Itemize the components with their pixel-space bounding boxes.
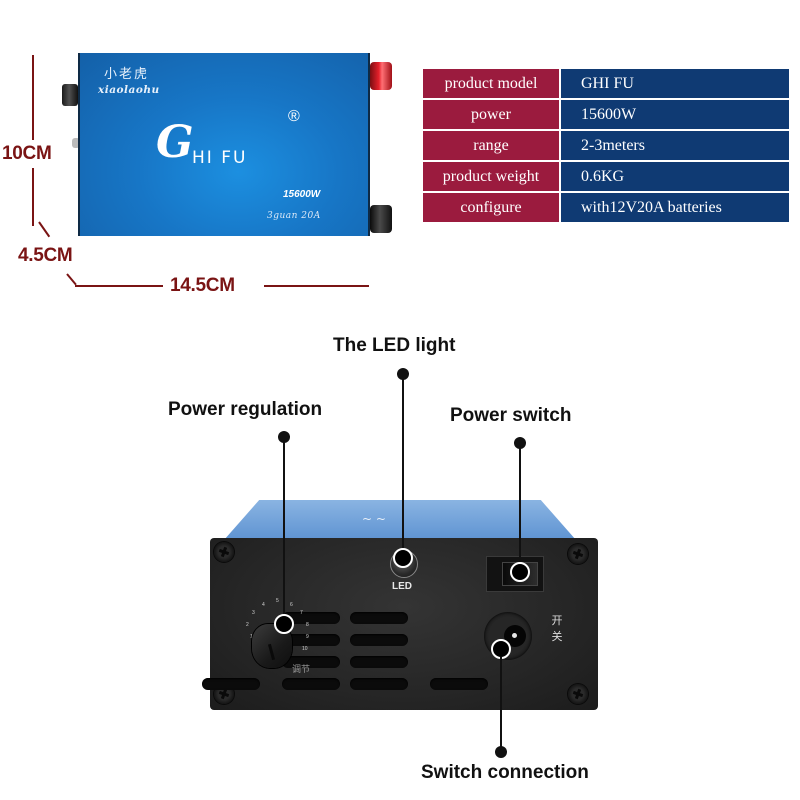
knob-scale-number: 8 [306,622,309,628]
knob-scale-number: 7 [300,610,303,616]
depth-dimension-line [38,221,51,238]
callout-line [500,657,502,751]
spec-value: 0.6KG [561,162,789,191]
height-dimension-line-bottom [32,168,34,226]
vent-slot [202,678,260,690]
spec-table: product model GHI FU power 15600W range … [421,67,791,224]
height-dimension-label: 10CM [2,143,52,164]
switch-cn-label-1: 开 [551,615,563,627]
logo-text: HI FU [192,148,248,168]
led-label: LED [392,581,412,592]
spec-value: GHI FU [561,69,789,98]
screw-icon [214,542,234,562]
width-dimension-label: 14.5CM [170,275,235,296]
lid-logo-mark: ~ ~ [362,512,386,526]
table-row: power 15600W [423,100,789,129]
knob-scale-number: 5 [276,598,279,604]
vent-slot [430,678,488,690]
brand-cn-text: 小老虎 [104,67,150,82]
device-power-label: 15600W [283,189,321,200]
callout-power-switch: Power switch [450,405,572,426]
callout-line [283,437,285,619]
vent-slot [350,678,408,690]
vent-slot [350,612,408,624]
table-row: product model GHI FU [423,69,789,98]
screw-icon [568,684,588,704]
callout-line [519,443,521,568]
knob-caption: 调节 [292,664,311,674]
vent-slot [282,634,340,646]
spec-value: with12V20A batteries [561,193,789,222]
callout-anchor [510,562,530,582]
spec-key: product weight [423,162,559,191]
callout-line [402,374,404,554]
logo-initial: G [156,117,194,168]
width-dimension-line-right [264,285,369,287]
knob-indicator [267,643,276,661]
side-pin [72,138,80,148]
knob-scale-number: 4 [262,602,265,608]
spec-value: 2-3meters [561,131,789,160]
width-dimension-line-diag [66,273,77,286]
callout-power-regulation: Power regulation [168,399,323,420]
callout-anchor [393,548,413,568]
callout-led-light: The LED light [333,335,456,356]
side-knob [62,84,78,106]
callout-switch-connection: Switch connection [421,762,589,783]
knob-scale-number: 3 [252,610,255,616]
callout-anchor [274,614,294,634]
dc-jack-pin [512,633,517,638]
callout-anchor [491,639,511,659]
device-top-lid [224,500,576,540]
vent-slot [350,656,408,668]
spec-value: 15600W [561,100,789,129]
table-row: product weight 0.6KG [423,162,789,191]
width-dimension-line-left [75,285,163,287]
spec-key: product model [423,69,559,98]
device-top-view: 小老虎 xiaolaohu G HI FU ® 15600W 3guan 20A [78,53,370,236]
vent-slot [282,678,340,690]
vent-slot [282,612,340,624]
switch-cn-label-2: 关 [551,631,563,643]
vent-slot [282,656,340,668]
callout-dot [495,746,507,758]
registered-mark-icon: ® [288,108,300,125]
vent-slot [350,634,408,646]
screw-icon [568,544,588,564]
spec-key: configure [423,193,559,222]
knob-scale-number: 6 [290,602,293,608]
table-row: range 2-3meters [423,131,789,160]
depth-dimension-label: 4.5CM [18,245,73,266]
knob-scale-number: 10 [302,646,308,652]
brand-pinyin-text: xiaolaohu [98,84,160,96]
table-row: configure with12V20A batteries [423,193,789,222]
knob-scale-number: 2 [246,622,249,628]
knob-scale-number: 1 [250,634,253,640]
device-model-label: 3guan 20A [267,211,321,221]
spec-key: power [423,100,559,129]
spec-key: range [423,131,559,160]
positive-terminal [370,62,392,90]
negative-terminal [370,205,392,233]
height-dimension-line-top [32,55,34,140]
knob-scale-number: 9 [306,634,309,640]
